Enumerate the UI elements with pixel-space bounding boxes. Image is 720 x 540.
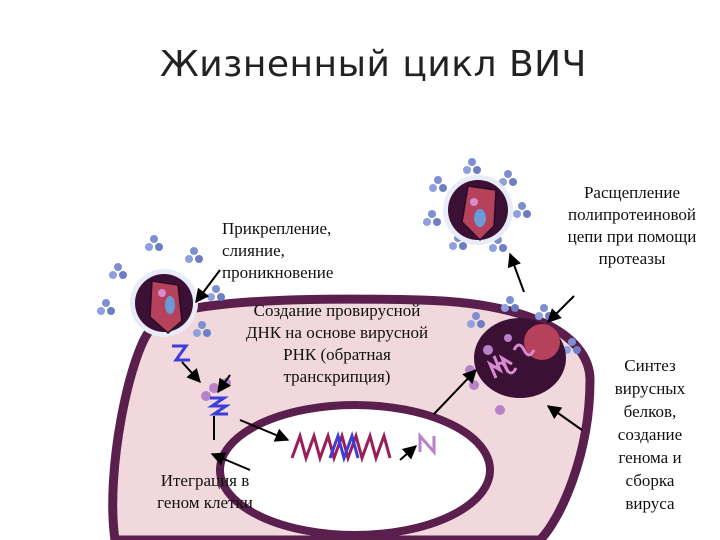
label-protease: Расщепление полипротеиновой цепи при пом… bbox=[567, 183, 697, 268]
virus-attaching bbox=[97, 235, 225, 337]
label-attachment: Прикрепление, слияние, проникновение bbox=[222, 219, 334, 282]
new-rna bbox=[418, 432, 436, 456]
page-title: Жизненный цикл ВИЧ bbox=[160, 44, 587, 85]
label-assembly: Синтез вирусных белков, создание генома … bbox=[614, 356, 686, 513]
label-integration: Итеграция в геном клетки bbox=[157, 471, 253, 512]
viral-protein-dots bbox=[201, 334, 512, 415]
proviral-dna bbox=[207, 396, 231, 416]
viral-rna bbox=[172, 344, 190, 362]
virus-mature bbox=[423, 158, 531, 252]
host-dna bbox=[290, 431, 392, 463]
label-reverse-transcription: Создание провирусной ДНК на основе вирус… bbox=[245, 301, 429, 386]
virus-budding bbox=[467, 296, 581, 398]
